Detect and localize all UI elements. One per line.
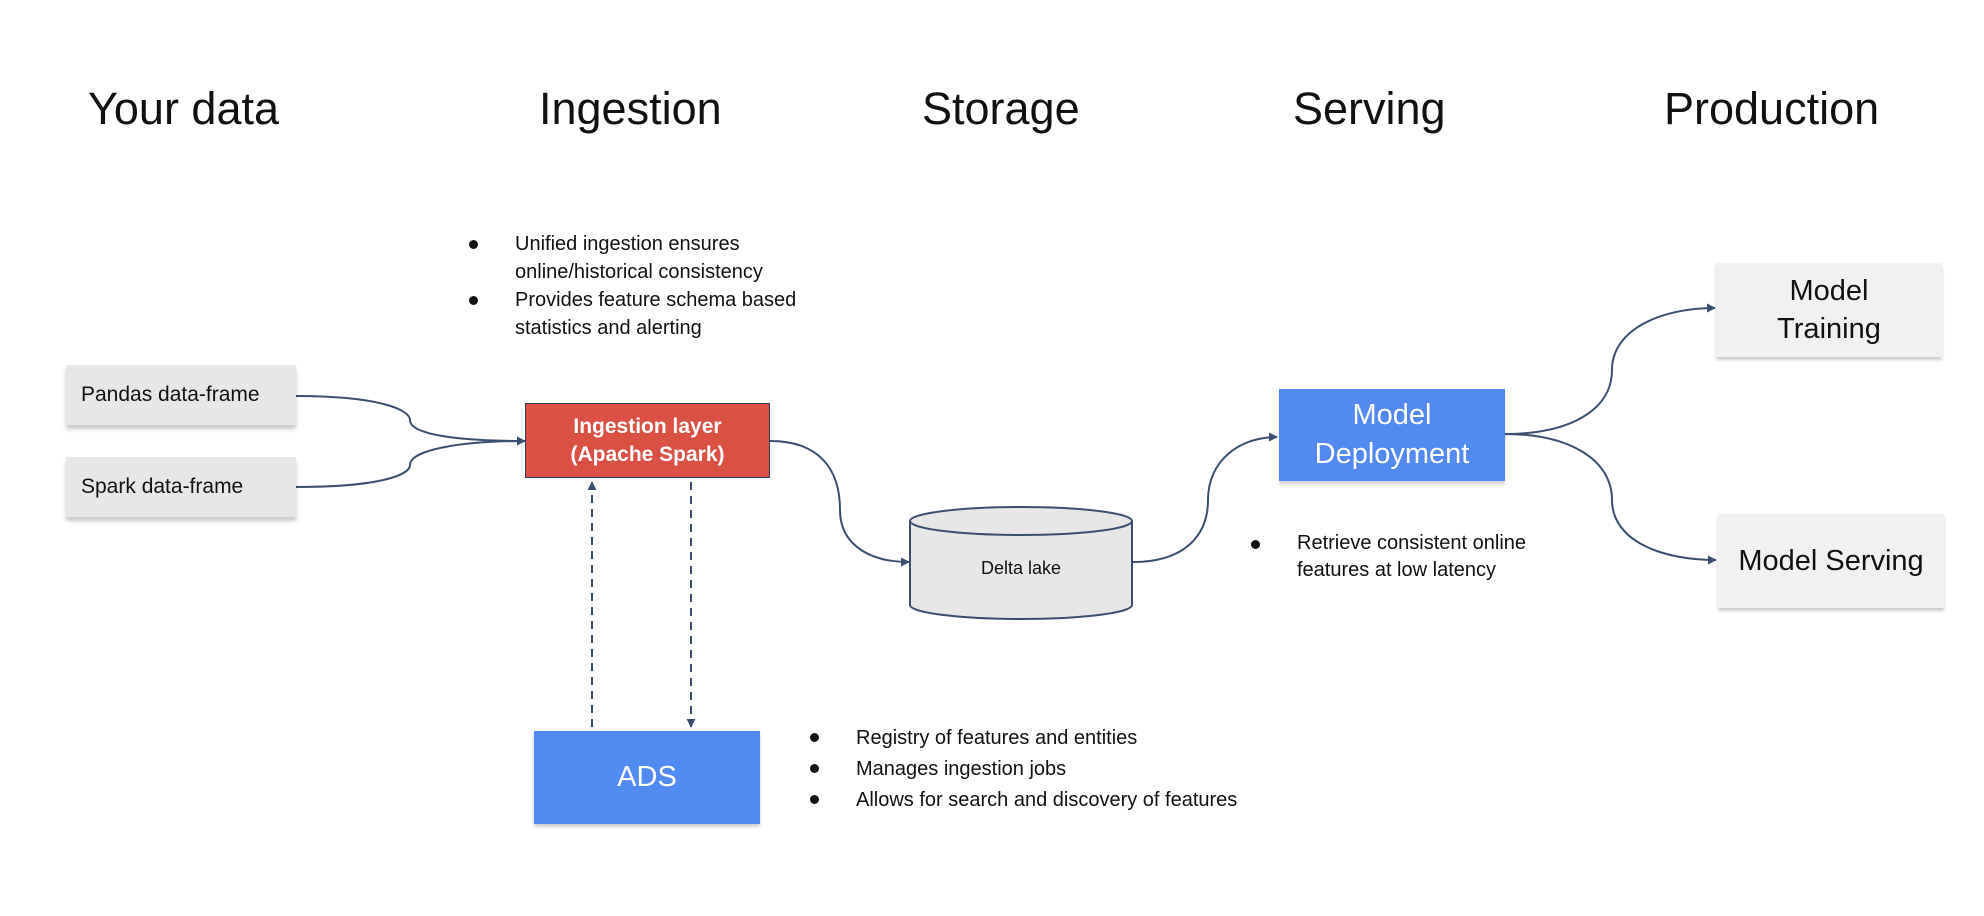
edge-spark-to-ingestion <box>295 440 526 488</box>
spark-data-frame-label: Spark data-frame <box>81 475 244 498</box>
ingestion-note-item: Unified ingestion ensures online/histori… <box>469 230 829 286</box>
ads-note-item: Allows for search and discovery of featu… <box>810 785 1330 816</box>
ads-box[interactable]: ADS <box>534 731 760 824</box>
edge-deployment-to-training <box>1504 303 1716 435</box>
edge-pandas-to-ingestion <box>295 395 526 446</box>
stage-your-data: Your data <box>88 83 280 134</box>
stage-ingestion: Ingestion <box>539 83 722 134</box>
model-deployment-label: Model Deployment <box>1314 399 1470 470</box>
model-serving-box[interactable]: Model Serving <box>1718 514 1944 608</box>
ingestion-note-item: Provides feature schema based statistics… <box>469 286 829 342</box>
serving-note-item: Retrieve consistent online features at l… <box>1251 530 1591 584</box>
edge-delta-to-deployment <box>1132 432 1278 563</box>
delta-lake-cylinder[interactable] <box>909 506 1133 620</box>
edge-ingestion-to-delta <box>769 440 910 567</box>
ads-note-item: Registry of features and entities <box>810 723 1330 754</box>
delta-lake-label: Delta lake <box>980 558 1062 578</box>
model-training-box[interactable]: Model Training <box>1716 263 1942 357</box>
stage-production: Production <box>1664 83 1880 134</box>
edge-deployment-to-model-serving <box>1504 433 1717 565</box>
ingestion-layer-label: Ingestion layer (Apache Spark) <box>570 414 725 466</box>
ads-notes: Registry of features and entities Manage… <box>810 723 1330 816</box>
stage-serving: Serving <box>1293 83 1446 134</box>
model-serving-label: Model Serving <box>1738 545 1924 577</box>
model-training-label: Model Training <box>1777 275 1881 345</box>
pandas-data-frame-box[interactable]: Pandas data-frame <box>66 365 296 425</box>
model-deployment-box[interactable]: Model Deployment <box>1279 389 1505 481</box>
ads-label: ADS <box>617 761 677 793</box>
stage-storage: Storage <box>922 83 1080 134</box>
ads-note-item: Manages ingestion jobs <box>810 754 1330 785</box>
ingestion-layer-box[interactable]: Ingestion layer (Apache Spark) <box>525 403 770 478</box>
spark-data-frame-box[interactable]: Spark data-frame <box>66 457 296 517</box>
ingestion-notes: Unified ingestion ensures online/histori… <box>469 230 829 342</box>
pandas-data-frame-label: Pandas data-frame <box>81 383 260 406</box>
serving-notes: Retrieve consistent online features at l… <box>1251 530 1591 584</box>
